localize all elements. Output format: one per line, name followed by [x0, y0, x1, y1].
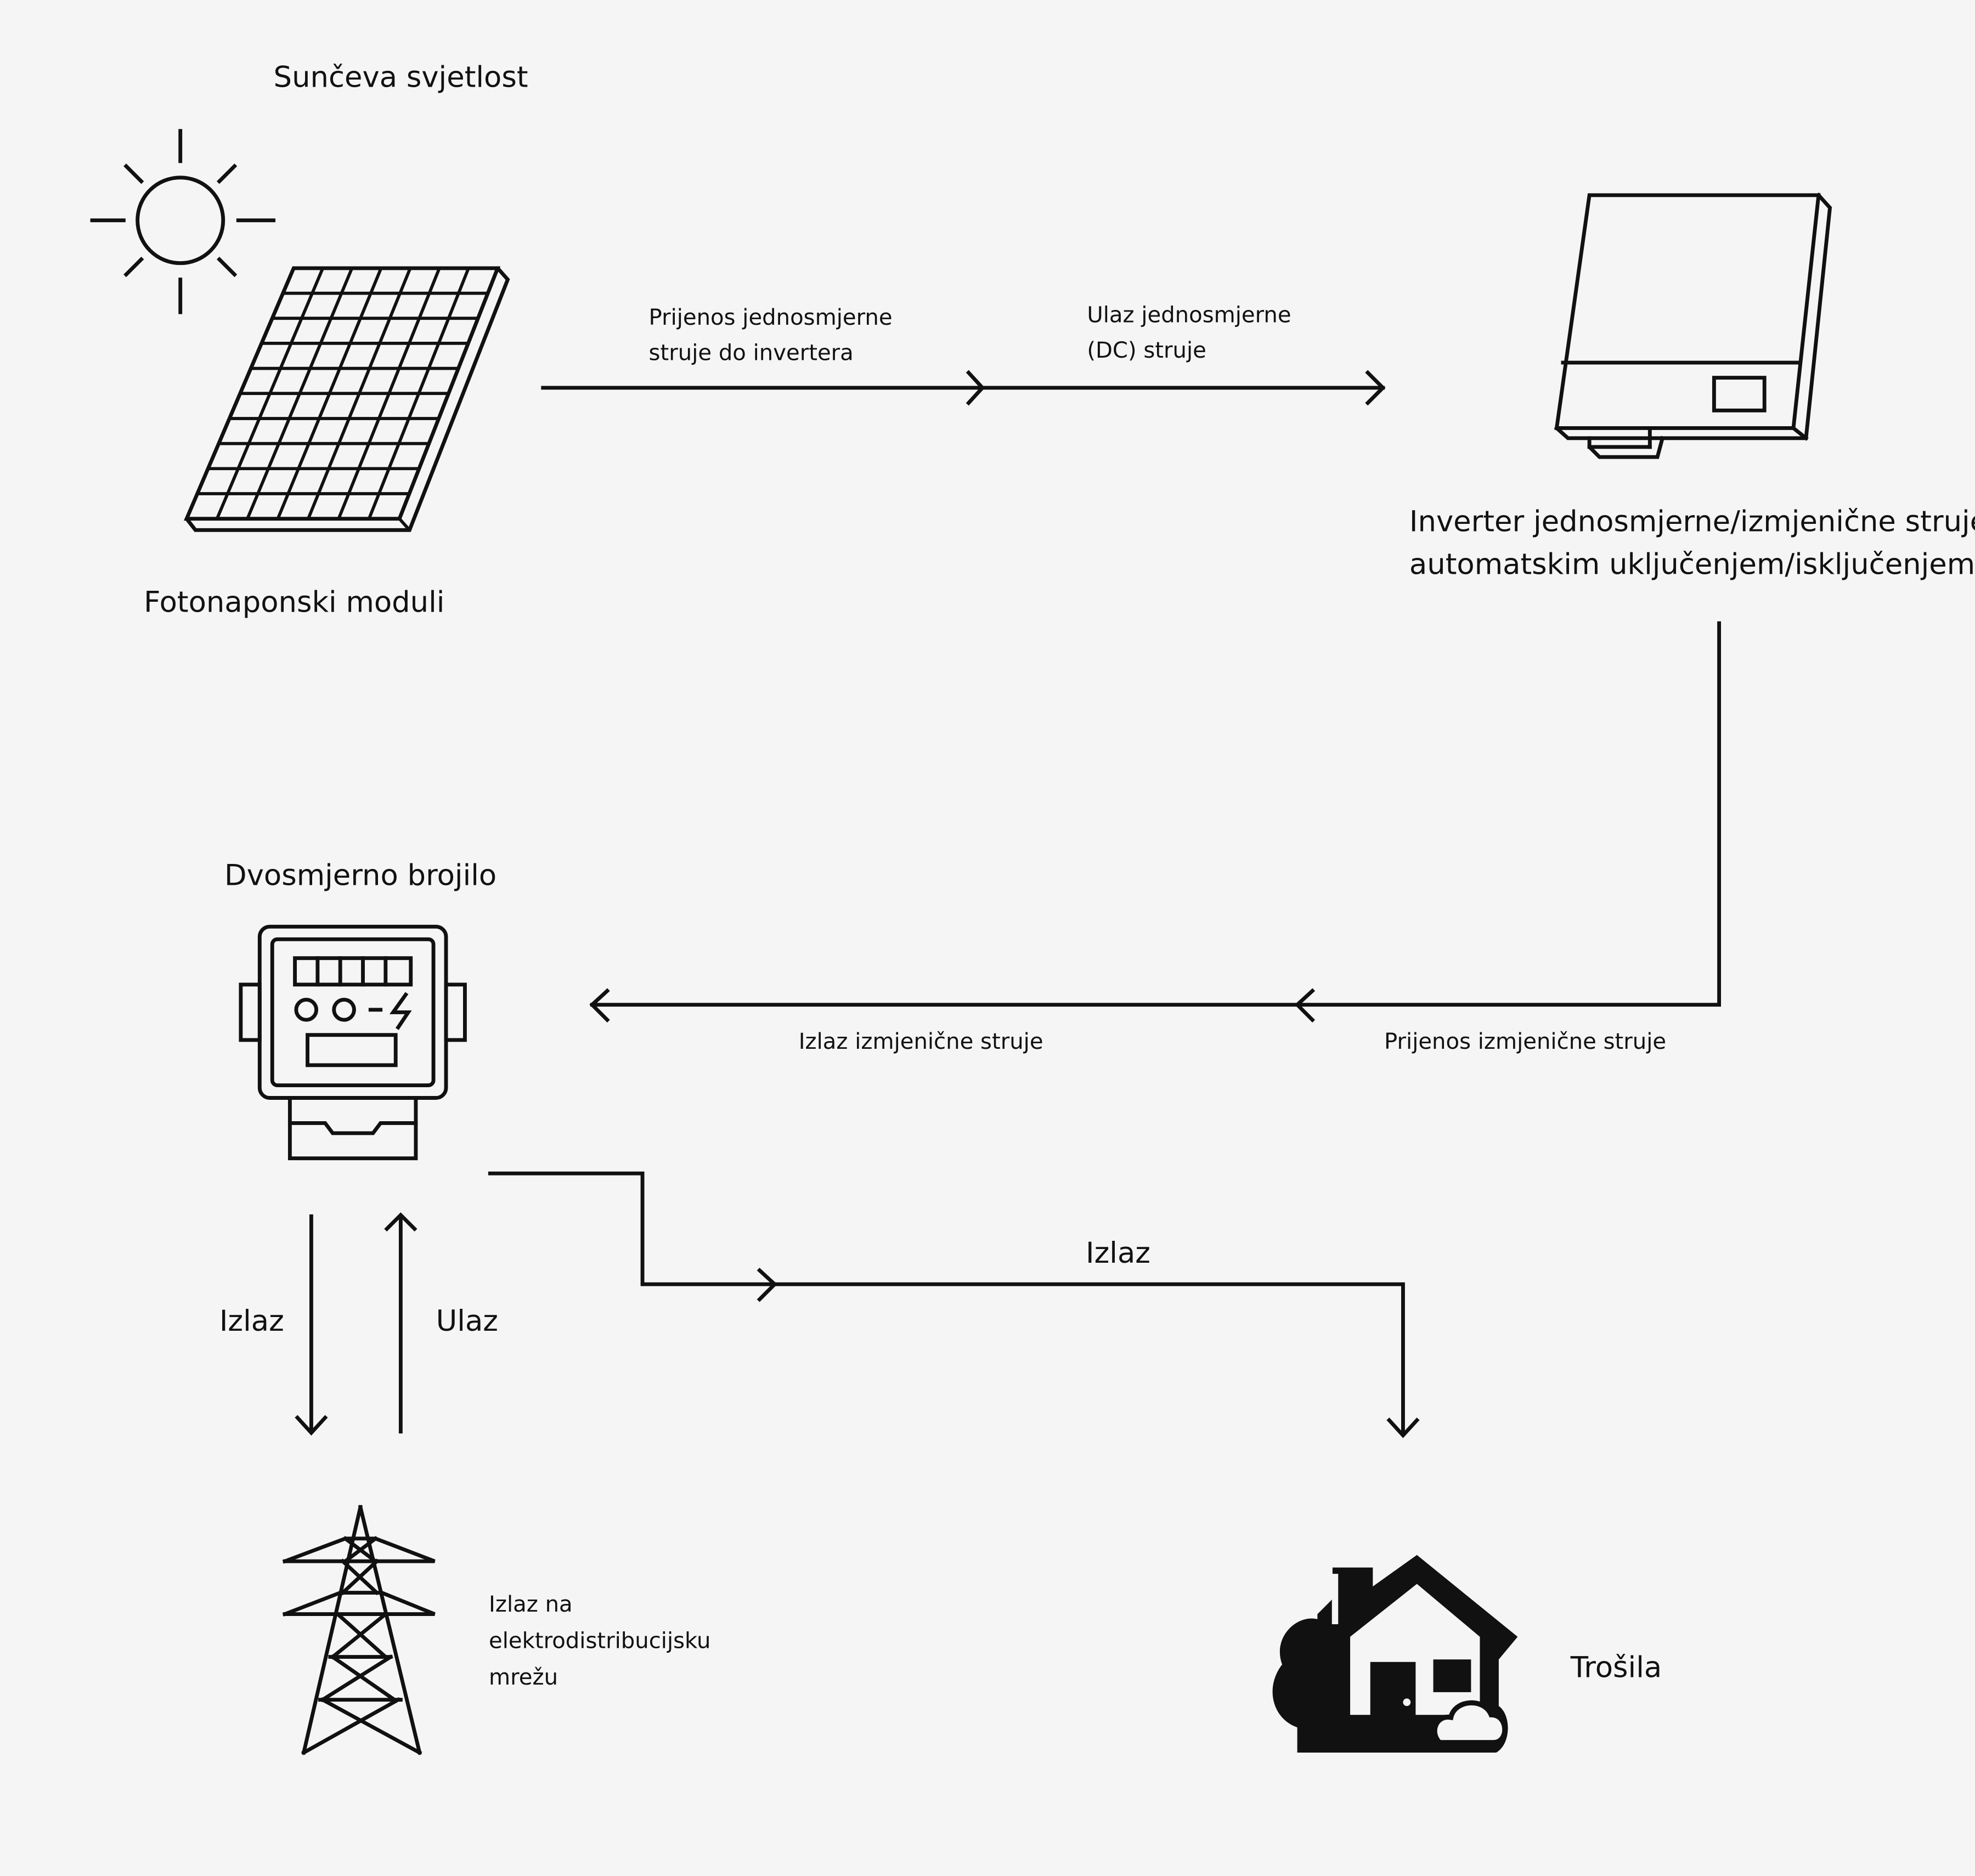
house-icon — [1272, 1555, 1518, 1753]
ac-arrow — [589, 621, 1722, 1023]
ac-output-label: Izlaz izmjenične struje — [799, 1029, 1043, 1054]
grid-input-label: Ulaz — [436, 1304, 498, 1338]
load-output-label: Izlaz — [1086, 1236, 1150, 1270]
ac-transfer-label: Prijenos izmjenične struje — [1384, 1029, 1666, 1054]
sun-icon — [90, 129, 276, 314]
inverter-icon — [1554, 192, 1832, 459]
grid-label: Izlaz na elektrodistribucijsku mrežu — [489, 1592, 718, 1690]
power-tower-icon — [282, 1505, 436, 1755]
meter-label: Dvosmjerno brojilo — [224, 859, 496, 892]
inverter-label: Inverter jednosmjerne/izmjenične struje … — [1409, 505, 1975, 581]
meter-icon — [239, 924, 467, 1161]
dc-arrow — [541, 370, 1386, 406]
dc-transfer-label: Prijenos jednosmjerne struje do inverter… — [649, 305, 900, 365]
pv-modules-label: Fotonaponski moduli — [144, 586, 444, 619]
dc-input-label: Ulaz jednosmjerne (DC) struje — [1087, 303, 1298, 363]
grid-output-label: Izlaz — [219, 1304, 284, 1338]
sunlight-label: Sunčeva svjetlost — [274, 60, 528, 94]
solar-panel-icon — [183, 266, 510, 532]
load-arrow — [488, 1171, 1420, 1438]
grid-output-arrow — [295, 1214, 328, 1436]
grid-input-arrow — [384, 1212, 417, 1434]
loads-label: Trošila — [1570, 1651, 1662, 1684]
